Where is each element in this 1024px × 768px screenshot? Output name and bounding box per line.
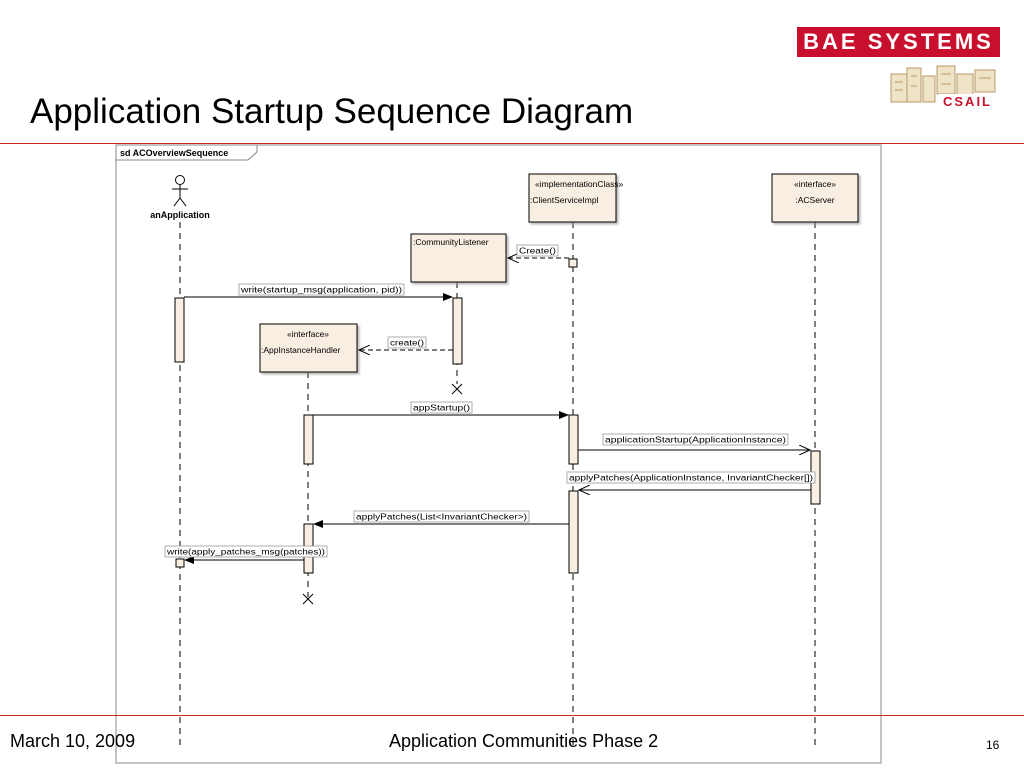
activation-appinstancehandler-1 — [303, 414, 314, 465]
csail-logo-text: CSAIL — [943, 94, 992, 109]
page-number: 16 — [986, 738, 1000, 752]
message-7-label: applyPatches(List<InvariantChecker>) — [356, 513, 527, 522]
footer-date: March 10, 2009 — [10, 731, 136, 751]
csail-logo: CSAIL — [887, 64, 1000, 110]
destroy-appinstancehandler-icon — [302, 593, 314, 605]
message-6-label: applyPatches(ApplicationInstance, Invari… — [569, 474, 813, 483]
message-5-label-box — [602, 433, 789, 446]
message-6-label-box — [566, 471, 816, 484]
message-5-label: applicationStartup(ApplicationInstance) — [605, 436, 786, 445]
bae-systems-logo: BAE SYSTEMS — [797, 27, 1000, 57]
diagram-frame — [115, 144, 882, 764]
frame-label-tab — [115, 144, 258, 161]
actor-icon — [172, 175, 188, 207]
footer-divider — [0, 715, 1024, 716]
acserver-box — [771, 173, 859, 223]
activation-communitylistener — [452, 297, 463, 365]
appinstancehandler-name: :AppInstanceHandler — [261, 345, 341, 355]
footer-center-text: Application Communities Phase 2 — [389, 731, 659, 751]
message-8-label: write(apply_patches_msg(patches)) — [166, 548, 326, 557]
message-2-label-box — [238, 283, 405, 296]
message-8-label-box — [164, 545, 328, 558]
frame-label: sd ACOverviewSequence — [120, 148, 228, 158]
message-1-label: Create() — [519, 247, 556, 256]
communitylistener-name: :CommunityListener — [413, 237, 489, 247]
appinstancehandler-box — [259, 323, 358, 373]
activation-anapplication-2 — [175, 558, 185, 568]
activation-clientservice-2 — [568, 490, 579, 574]
acserver-name: :ACServer — [795, 195, 834, 205]
message-4-label-box — [410, 401, 473, 414]
page-title: Application Startup Sequence Diagram — [30, 92, 634, 131]
activation-anapplication-1 — [174, 297, 185, 363]
actor-label: anApplication — [150, 210, 210, 220]
clientserviceimpl-stereotype: «implementationClass» — [535, 179, 624, 189]
clientserviceimpl-box — [528, 173, 617, 223]
destroy-communitylistener-icon — [451, 383, 463, 395]
activation-clientservice-1 — [568, 414, 579, 465]
acserver-stereotype: «interface» — [794, 179, 836, 189]
communitylistener-box — [410, 233, 507, 283]
activation-clientservice-create — [568, 258, 578, 268]
header-divider — [0, 143, 1024, 144]
message-4-label: appStartup() — [413, 404, 470, 413]
message-2-label: write(startup_msg(application, pid)) — [240, 286, 403, 295]
appinstancehandler-stereotype: «interface» — [287, 329, 329, 339]
message-3-label: create() — [390, 339, 424, 348]
message-3-label-box — [387, 336, 427, 349]
message-7-label-box — [353, 510, 530, 523]
message-1-label-box — [516, 244, 559, 257]
clientserviceimpl-name: :ClientServiceImpl — [530, 195, 599, 205]
